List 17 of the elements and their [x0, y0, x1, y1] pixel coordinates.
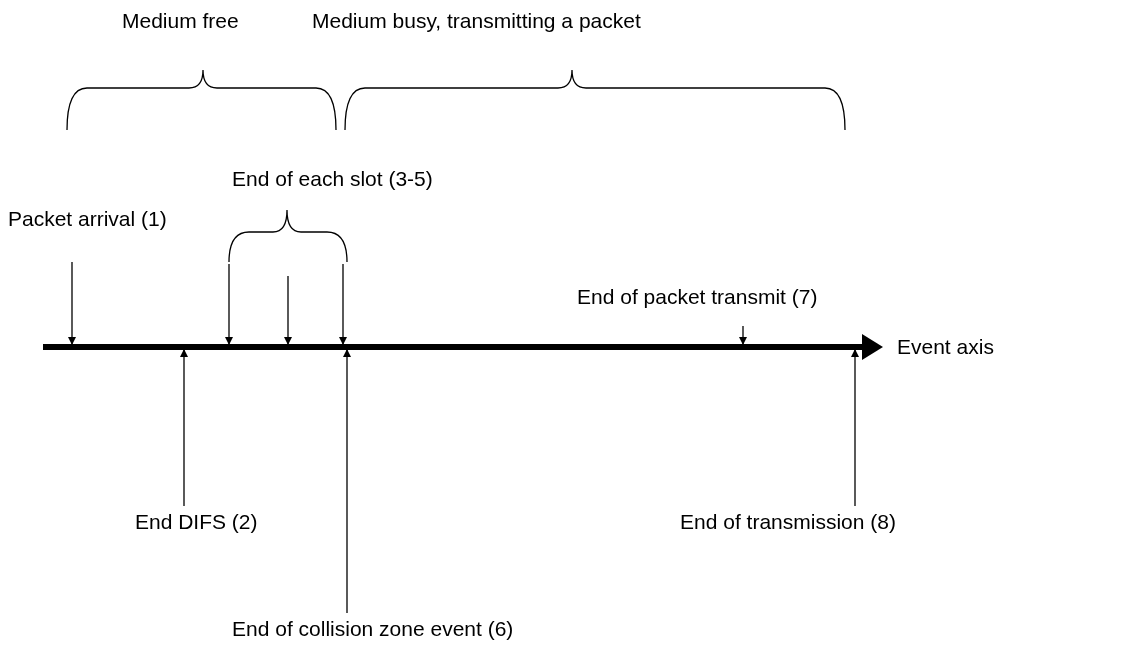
event-label: End of transmission (8): [680, 509, 896, 535]
period-label: Medium free: [122, 8, 239, 34]
arrow: [180, 349, 188, 507]
arrow: [739, 325, 747, 345]
arrow: [225, 263, 233, 345]
axis-label: Event axis: [897, 334, 994, 360]
period-label: Medium busy, transmitting a packet: [312, 8, 641, 34]
event-label: Packet arrival (1): [8, 206, 167, 232]
arrow: [284, 275, 292, 345]
arrow: [339, 263, 347, 345]
event-label: End DIFS (2): [135, 509, 258, 535]
event-label: End of collision zone event (6): [232, 616, 514, 642]
arrow: [851, 349, 859, 507]
arrow: [68, 261, 76, 345]
event-label: End of packet transmit (7): [577, 284, 818, 310]
slot-label: End of each slot (3-5): [232, 166, 433, 192]
arrow: [343, 349, 351, 614]
